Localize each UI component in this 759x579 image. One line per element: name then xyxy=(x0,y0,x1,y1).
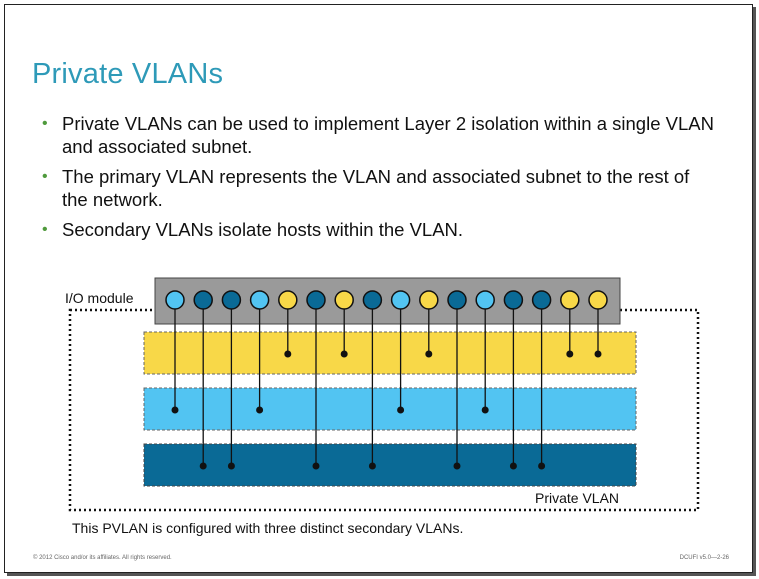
link-endpoint xyxy=(312,462,320,470)
bullet-list: • Private VLANs can be used to implement … xyxy=(40,112,720,248)
port-light-blue xyxy=(249,290,270,310)
port-dark-blue xyxy=(362,290,383,310)
link-endpoint xyxy=(227,462,235,470)
link-endpoint xyxy=(566,350,574,358)
port-yellow xyxy=(278,290,298,310)
link-endpoint xyxy=(256,406,264,414)
port-yellow xyxy=(419,290,439,310)
private-vlan-label: Private VLAN xyxy=(535,490,619,506)
diagram-caption: This PVLAN is configured with three dist… xyxy=(72,520,464,536)
port-row xyxy=(165,290,608,310)
port-yellow xyxy=(588,290,608,310)
link-endpoint xyxy=(425,350,433,358)
bullet-dot-icon: • xyxy=(42,115,48,132)
link-endpoint xyxy=(509,462,517,470)
link-endpoint xyxy=(340,350,348,358)
secondary-vlan-light-blue xyxy=(143,387,637,431)
link-endpoint xyxy=(594,350,602,358)
port-light-blue xyxy=(475,290,495,310)
link-endpoint xyxy=(397,406,405,414)
port-dark-blue xyxy=(447,290,467,310)
link-endpoint xyxy=(199,462,207,470)
bullet-text: The primary VLAN represents the VLAN and… xyxy=(62,166,690,210)
bullet-item: • Private VLANs can be used to implement … xyxy=(40,112,720,158)
port-yellow xyxy=(560,290,580,310)
port-light-blue xyxy=(165,290,185,310)
port-dark-blue xyxy=(221,290,242,310)
secondary-vlan-dark-blue xyxy=(143,443,637,487)
port-links xyxy=(171,309,602,470)
link-endpoint xyxy=(481,406,489,414)
bullet-item: • Secondary VLANs isolate hosts within th… xyxy=(40,218,720,241)
link-endpoint xyxy=(368,462,376,470)
link-endpoint xyxy=(538,462,546,470)
secondary-vlan-yellow xyxy=(143,331,637,375)
port-yellow xyxy=(334,290,354,310)
bullet-text: Private VLANs can be used to implement L… xyxy=(62,113,714,157)
port-dark-blue xyxy=(503,290,524,310)
link-endpoint xyxy=(171,406,179,414)
slide-title: Private VLANs xyxy=(32,58,224,90)
port-light-blue xyxy=(390,290,411,310)
bullet-text: Secondary VLANs isolate hosts within the… xyxy=(62,219,464,240)
io-module-label: I/O module xyxy=(65,290,134,306)
private-vlan-boundary xyxy=(68,308,700,512)
slide-number-footer: DCUFI v5.0—2-26 xyxy=(679,555,729,561)
port-dark-blue xyxy=(193,290,213,310)
bullet-item: • The primary VLAN represents the VLAN an… xyxy=(40,165,720,211)
link-endpoint xyxy=(453,462,461,470)
copyright-footer: © 2012 Cisco and/or its affiliates. All … xyxy=(33,555,172,561)
bullet-dot-icon: • xyxy=(42,221,48,238)
link-endpoint xyxy=(284,350,292,358)
port-dark-blue xyxy=(531,290,552,310)
bullet-dot-icon: • xyxy=(42,168,48,185)
port-dark-blue xyxy=(306,290,326,310)
